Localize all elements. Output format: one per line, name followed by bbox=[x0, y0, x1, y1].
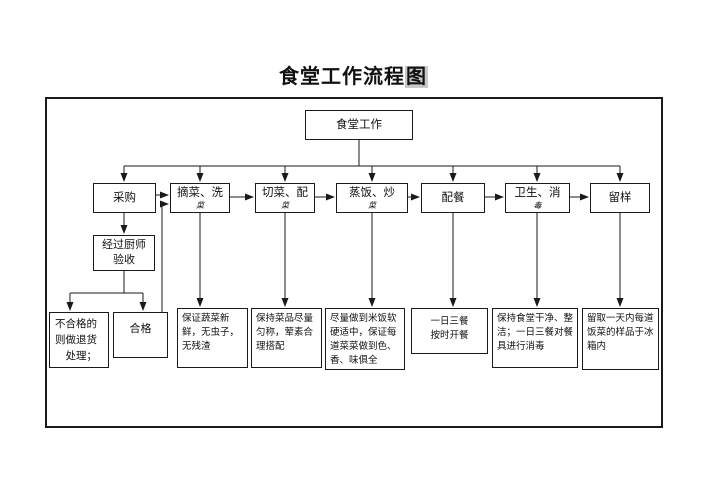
root-box-canteen-work: 食堂工作 bbox=[305, 110, 413, 140]
stage-label: 配餐 bbox=[441, 192, 465, 204]
stage-sublabel: 毒 bbox=[533, 201, 542, 210]
stage-hygiene-disinfection: 卫生、消 毒 bbox=[505, 183, 570, 213]
stage-steam-rice-stirfry: 蒸饭、炒 菜 bbox=[336, 183, 408, 213]
stage-label: 摘菜、洗 bbox=[177, 187, 223, 199]
diagram-border bbox=[45, 97, 663, 428]
stage-sublabel: 菜 bbox=[196, 201, 204, 210]
note-meal-serving: 一日三餐 按时开餐 bbox=[411, 308, 488, 354]
page-title-text: 食堂工作流程 bbox=[279, 66, 405, 88]
stage-sample-retention: 留样 bbox=[590, 183, 650, 213]
qualified-box: 合格 bbox=[113, 312, 168, 358]
chef-inspection-box: 经过厨师 验收 bbox=[93, 235, 155, 271]
stage-cut-prepare-vegetables: 切菜、配 菜 bbox=[255, 183, 315, 213]
unqualified-return-box: 不合格的 则做退货 处理； bbox=[49, 312, 109, 368]
note-cooking: 尽量做到米饭软硬适中，保证每道菜菜做到色、香、味俱全 bbox=[325, 308, 405, 370]
note-wash-vegetables: 保证蔬菜新鲜，无虫子，无残渣 bbox=[177, 308, 248, 368]
stage-label: 切菜、配 bbox=[262, 187, 308, 199]
stage-label: 采购 bbox=[113, 192, 136, 204]
stage-purchasing: 采购 bbox=[93, 183, 156, 213]
root-box-label: 食堂工作 bbox=[336, 119, 382, 131]
stage-meal-serving: 配餐 bbox=[421, 183, 485, 213]
page-title: 食堂工作流程图 bbox=[0, 60, 707, 89]
note-hygiene: 保持食堂干净、整洁；一日三餐对餐具进行消毒 bbox=[492, 308, 578, 368]
page-title-highlighted-char: 图 bbox=[405, 66, 428, 88]
stage-sublabel: 菜 bbox=[281, 201, 289, 210]
stage-sublabel: 菜 bbox=[368, 201, 376, 210]
stage-pick-wash-vegetables: 摘菜、洗 菜 bbox=[170, 183, 230, 213]
note-cut-vegetables: 保持菜品尽量匀称，荤素合理搭配 bbox=[251, 308, 322, 368]
stage-label: 卫生、消 bbox=[514, 187, 561, 199]
note-sample-retention: 留取一天内每道饭菜的样品于冰箱内 bbox=[582, 308, 659, 370]
stage-label: 蒸饭、炒 bbox=[349, 187, 395, 199]
stage-label: 留样 bbox=[608, 192, 632, 204]
